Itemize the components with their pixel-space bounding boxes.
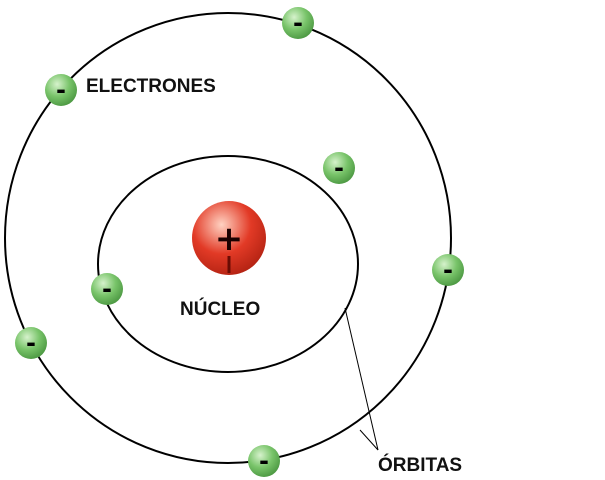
nucleus: + <box>192 201 266 275</box>
orbit-pointer-inner <box>344 307 379 451</box>
orbits-label: ÓRBITAS <box>378 454 462 476</box>
inner-orbit <box>97 155 359 373</box>
orbit-pointer-outer <box>359 429 379 451</box>
electron: - <box>282 7 314 39</box>
electron: - <box>248 445 280 477</box>
electron-minus-symbol: - <box>259 447 269 475</box>
electron-minus-symbol: - <box>443 256 453 284</box>
electron-minus-symbol: - <box>26 329 36 357</box>
outer-orbit <box>4 12 452 464</box>
electron: - <box>432 254 464 286</box>
electron: - <box>323 152 355 184</box>
nucleus-plus-symbol: + <box>215 219 244 259</box>
electron-minus-symbol: - <box>56 76 66 104</box>
electron: - <box>45 74 77 106</box>
electron: - <box>91 273 123 305</box>
electron-minus-symbol: - <box>334 154 344 182</box>
nucleus-sphere <box>192 201 266 275</box>
electron-minus-symbol: - <box>102 275 112 303</box>
nucleus-label: NÚCLEO <box>180 298 260 320</box>
electron-minus-symbol: - <box>293 9 303 37</box>
electrons-label: ELECTRONES <box>86 76 216 97</box>
electron: - <box>15 327 47 359</box>
